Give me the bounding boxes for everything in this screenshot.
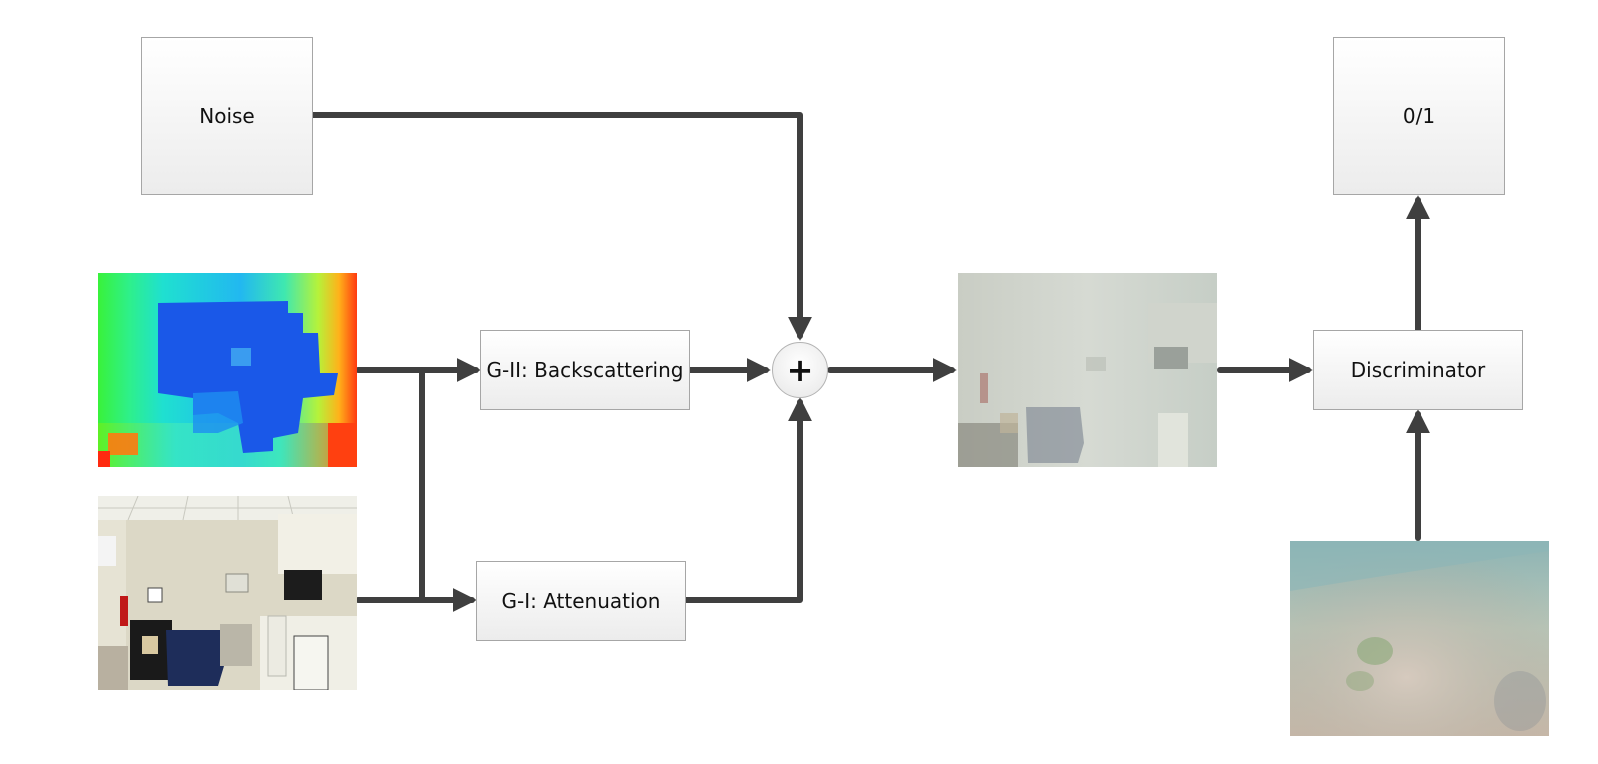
attenuation-box: G-I: Attenuation bbox=[476, 561, 686, 641]
output-box: 0/1 bbox=[1333, 37, 1505, 195]
noise-label: Noise bbox=[199, 104, 255, 128]
depth-map-image bbox=[98, 273, 357, 467]
indoor-rgb-image bbox=[98, 496, 357, 690]
real-underwater-image bbox=[1290, 541, 1549, 736]
backscattering-box: G-II: Backscattering bbox=[480, 330, 690, 410]
synthetic-underwater-image bbox=[958, 273, 1217, 467]
arrow-attenuation-to-sum bbox=[683, 397, 812, 603]
noise-box: Noise bbox=[141, 37, 313, 195]
sum-node: + bbox=[772, 342, 828, 398]
discriminator-label: Discriminator bbox=[1350, 358, 1486, 382]
backscattering-label: G-II: Backscattering bbox=[486, 358, 684, 382]
plus-icon: + bbox=[786, 351, 814, 389]
attenuation-label: G-I: Attenuation bbox=[501, 589, 661, 613]
discriminator-box: Discriminator bbox=[1313, 330, 1523, 410]
arrow-noise-to-sum bbox=[309, 112, 812, 341]
output-label: 0/1 bbox=[1402, 104, 1436, 128]
